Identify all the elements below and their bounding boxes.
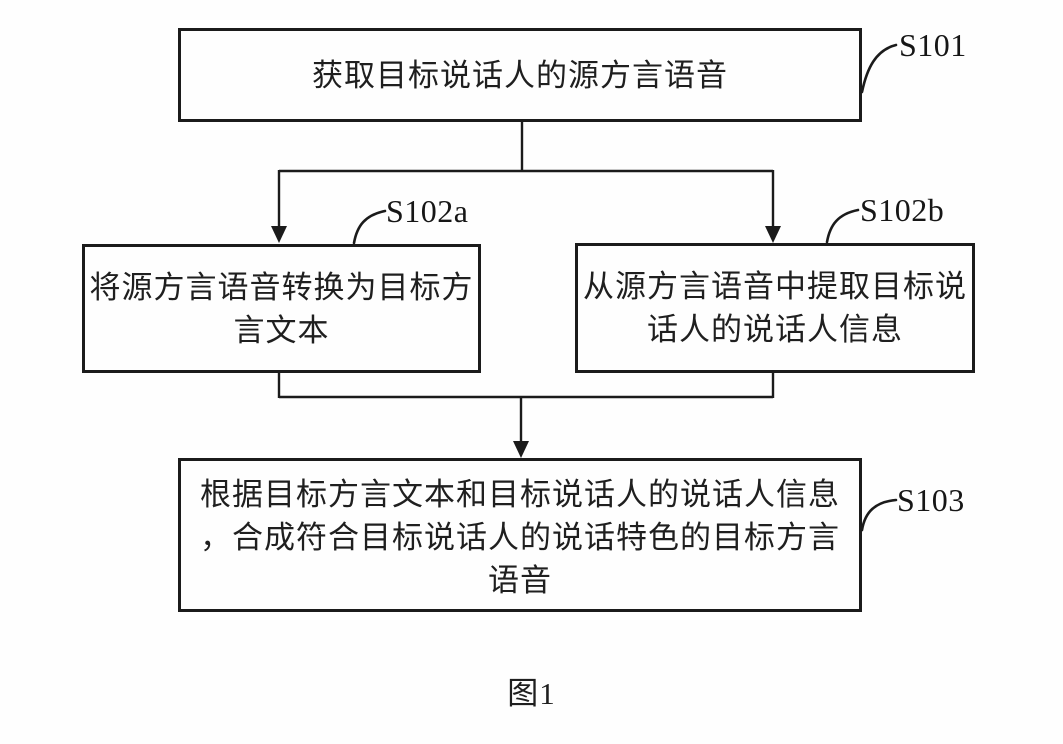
- fork-connector: [277, 122, 775, 238]
- step-label-s102b: S102b: [860, 192, 945, 228]
- step-label-s101: S101: [899, 27, 967, 63]
- step-text-line: 语音: [488, 562, 552, 598]
- step-text-s102b: 从源方言语音中提取目标说 话人的说话人信息: [583, 265, 967, 351]
- step-text-line: 获取目标说话人的源方言语音: [312, 57, 728, 93]
- leader-line-s102b: [825, 208, 860, 244]
- step-text-s103: 根据目标方言文本和目标说话人的说话人信息 ，合成符合目标说话人的说话特色的目标方…: [200, 473, 840, 602]
- arrowhead-into-s102b: [765, 226, 781, 243]
- step-label-s103: S103: [897, 482, 965, 518]
- step-text-line: 将源方言语音转换为目标方: [89, 269, 474, 305]
- leader-line-s102a: [352, 209, 387, 245]
- step-box-s102a: 将源方言语音转换为目标方 言文本: [82, 244, 481, 373]
- arrowhead-into-s102a: [271, 226, 287, 243]
- step-text-line: 根据目标方言文本和目标说话人的说话人信息: [200, 476, 840, 512]
- step-box-s103: 根据目标方言文本和目标说话人的说话人信息 ，合成符合目标说话人的说话特色的目标方…: [178, 458, 862, 612]
- step-text-line: 从源方言语音中提取目标说: [583, 269, 967, 304]
- step-label-s102a: S102a: [386, 193, 469, 229]
- step-text-line: ，合成符合目标说话人的说话特色的目标方言: [200, 519, 840, 555]
- step-box-s101: 获取目标说话人的源方言语音: [178, 28, 862, 122]
- merge-connector: [277, 373, 775, 452]
- figure-caption: 图1: [507, 676, 556, 711]
- leader-line-s103: [860, 498, 898, 532]
- step-text-line: 话人的说话人信息: [647, 312, 903, 347]
- step-text-s101: 获取目标说话人的源方言语音: [312, 54, 728, 97]
- step-box-s102b: 从源方言语音中提取目标说 话人的说话人信息: [575, 243, 975, 373]
- leader-line-s101: [860, 43, 898, 94]
- step-text-line: 言文本: [233, 312, 330, 348]
- arrowhead-into-s103: [513, 441, 529, 458]
- step-text-s102a: 将源方言语音转换为目标方 言文本: [90, 266, 474, 352]
